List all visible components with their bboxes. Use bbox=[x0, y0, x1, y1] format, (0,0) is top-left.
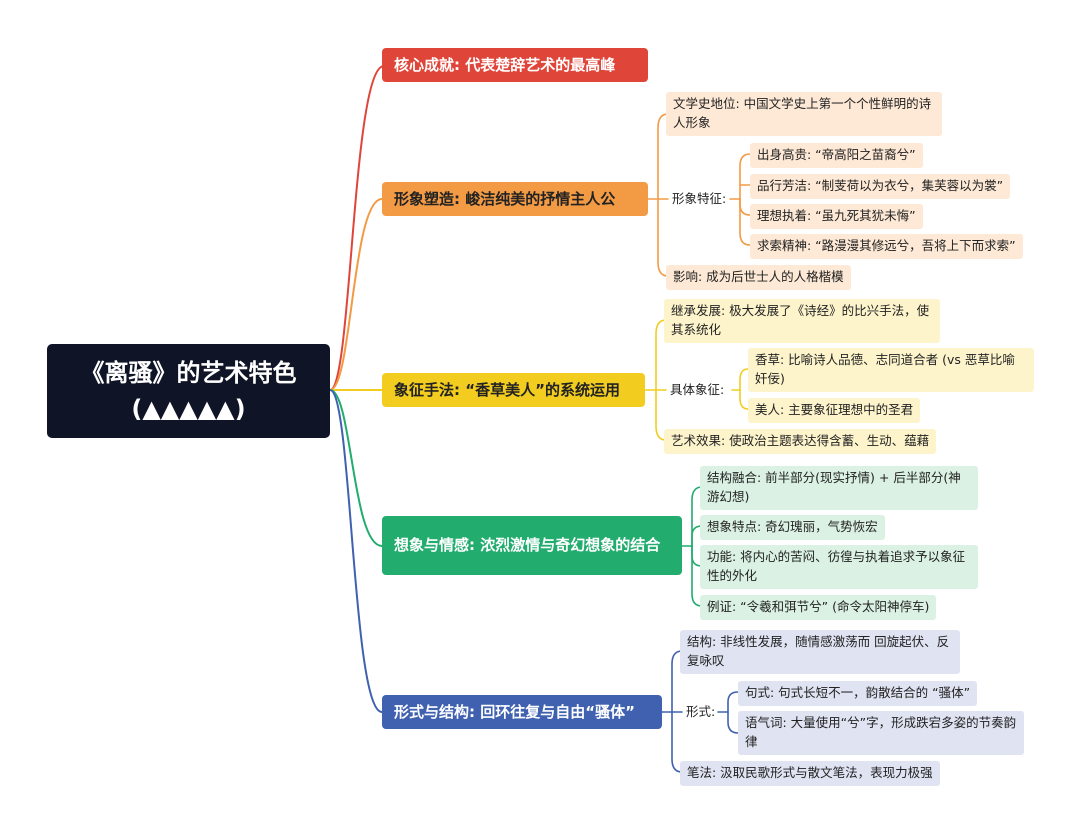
link-root-red bbox=[329, 65, 385, 391]
link-root-blue bbox=[329, 389, 383, 713]
link-root-orange bbox=[329, 198, 383, 391]
branch-image-shaping[interactable]: 形象塑造: 峻洁纯美的抒情主人公 bbox=[382, 182, 648, 216]
leaf-seeking-spirit[interactable]: 求索精神: “路漫漫其修远兮，吾将上下而求索” bbox=[750, 234, 1023, 259]
leaf-sentence-pattern[interactable]: 句式: 句式长短不一，韵散结合的 “骚体” bbox=[738, 681, 978, 706]
root-title: 《离骚》的艺术特色 bbox=[80, 359, 297, 387]
label-form[interactable]: 形式: bbox=[686, 704, 716, 719]
leaf-artistic-effect[interactable]: 艺术效果: 使政治主题表达得含蓄、生动、蕴藉 bbox=[664, 429, 937, 454]
leaf-influence[interactable]: 影响: 成为后世士人的人格楷模 bbox=[666, 265, 851, 290]
branch-form-structure[interactable]: 形式与结构: 回环往复与自由“骚体” bbox=[382, 695, 662, 729]
leaf-inheritance[interactable]: 继承发展: 极大发展了《诗经》的比兴手法，使其系统化 bbox=[664, 299, 940, 343]
leaf-function[interactable]: 功能: 将内心的苦闷、彷徨与执着追求予以象征性的外化 bbox=[700, 545, 978, 589]
leaf-nonlinear-structure[interactable]: 结构: 非线性发展，随情感激荡而 回旋起伏、反复咏叹 bbox=[680, 630, 960, 674]
leaf-fragrant-herbs[interactable]: 香草: 比喻诗人品德、志同道合者 (vs 恶草比喻奸佞) bbox=[748, 348, 1034, 392]
leaf-noble-origin[interactable]: 出身高贵: “帝高阳之苗裔兮” bbox=[750, 143, 923, 168]
branch-core-achievement[interactable]: 核心成就: 代表楚辞艺术的最高峰 bbox=[382, 48, 648, 82]
leaf-example[interactable]: 例证: “令羲和弭节兮” (命令太阳神停车) bbox=[700, 595, 937, 620]
links-orange bbox=[647, 113, 751, 277]
leaf-modal-particle[interactable]: 语气词: 大量使用“兮”字，形成跌宕多姿的节奏韵律 bbox=[738, 711, 1024, 755]
leaf-literary-status[interactable]: 文学史地位: 中国文学史上第一个个性鲜明的诗人形象 bbox=[666, 92, 942, 136]
leaf-structure-fusion[interactable]: 结构融合: 前半部分(现实抒情) + 后半部分(神游幻想) bbox=[700, 466, 978, 510]
leaf-pure-conduct[interactable]: 品行芳洁: “制芰荷以为衣兮，集芙蓉以为裳” bbox=[750, 174, 1011, 199]
leaf-brushwork[interactable]: 笔法: 汲取民歌形式与散文笔法，表现力极强 bbox=[680, 761, 940, 786]
leaf-imagination-traits[interactable]: 想象特点: 奇幻瑰丽，气势恢宏 bbox=[700, 515, 885, 540]
leaf-beauty[interactable]: 美人: 主要象征理想中的圣君 bbox=[748, 398, 921, 423]
root-topic[interactable]: 《离骚》的艺术特色 (▲▲▲▲▲) bbox=[47, 344, 330, 438]
link-root-green bbox=[329, 389, 383, 547]
root-stars: (▲▲▲▲▲) bbox=[131, 395, 246, 423]
branch-symbolism[interactable]: 象征手法: “香草美人”的系统运用 bbox=[382, 373, 645, 407]
label-specific-symbols[interactable]: 具体象征: bbox=[670, 382, 725, 397]
links-green bbox=[681, 486, 703, 607]
label-image-features[interactable]: 形象特征: bbox=[672, 191, 727, 206]
branch-imagination-emotion[interactable]: 想象与情感: 浓烈激情与奇幻想象的结合 bbox=[382, 516, 682, 575]
leaf-ideal-persistence[interactable]: 理想执着: “虽九死其犹未悔” bbox=[750, 204, 923, 229]
